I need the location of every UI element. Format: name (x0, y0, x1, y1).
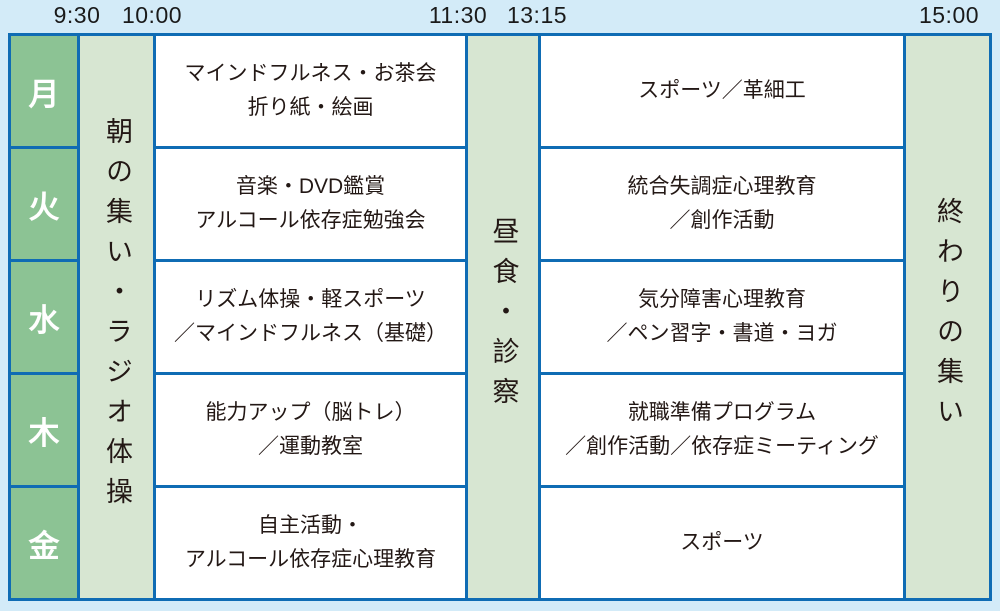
day-cell-monday: 月 (11, 36, 77, 146)
morning-assembly-band: 朝の集い・ラジオ体操 (80, 36, 153, 598)
pm-activity-friday: スポーツ (541, 488, 903, 598)
pm-activity-tuesday: 統合失調症心理教育 ／創作活動 (541, 149, 903, 259)
day-cell-friday: 金 (11, 488, 77, 598)
time-label-1500: 15:00 (918, 2, 980, 28)
lunch-exam-band: 昼食・診察 (468, 36, 538, 598)
time-label-1000: 10:00 (121, 2, 183, 28)
day-cell-thursday: 木 (11, 375, 77, 485)
closing-assembly-band: 終わりの集い (906, 36, 989, 598)
am-activity-thursday: 能力アップ（脳トレ） ／運動教室 (156, 375, 465, 485)
schedule-table: 月 火 水 木 金 朝の集い・ラジオ体操 昼食・診察 終わりの集い マインドフル… (8, 33, 992, 601)
am-activity-friday: 自主活動・ アルコール依存症心理教育 (156, 488, 465, 598)
time-header: 9:30 10:00 11:30 13:15 15:00 (0, 0, 1000, 33)
am-activity-tuesday: 音楽・DVD鑑賞 アルコール依存症勉強会 (156, 149, 465, 259)
pm-activity-thursday: 就職準備プログラム ／創作活動／依存症ミーティング (541, 375, 903, 485)
pm-activity-wednesday: 気分障害心理教育 ／ペン習字・書道・ヨガ (541, 262, 903, 372)
am-activity-wednesday: リズム体操・軽スポーツ ／マインドフルネス（基礎） (156, 262, 465, 372)
day-cell-tuesday: 火 (11, 149, 77, 259)
time-label-1130: 11:30 (428, 2, 488, 28)
time-label-1315: 13:15 (506, 2, 568, 28)
pm-activity-monday: スポーツ／革細工 (541, 36, 903, 146)
day-cell-wednesday: 水 (11, 262, 77, 372)
am-activity-monday: マインドフルネス・お茶会 折り紙・絵画 (156, 36, 465, 146)
time-label-930: 9:30 (53, 2, 101, 28)
